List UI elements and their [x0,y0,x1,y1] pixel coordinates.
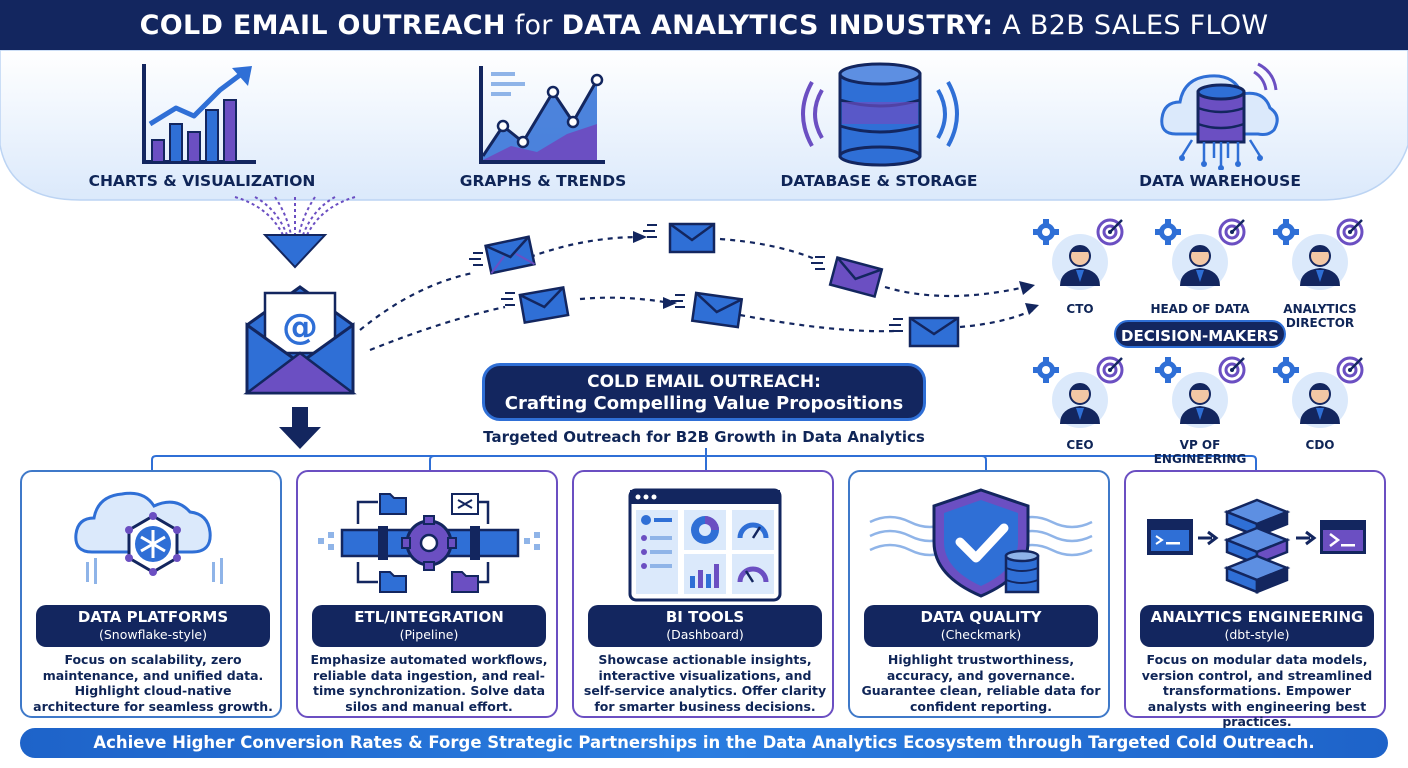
email-envelope-icon [908,316,960,348]
category-charts-visualization: CHARTS & VISUALIZATION [88,172,316,190]
area-chart-icon [479,66,605,164]
card-data-quality: DATA QUALITY (Checkmark) Highlight trust… [848,470,1110,718]
card-subtitle: (Checkmark) [940,627,1022,642]
email-envelope-icon [484,235,536,275]
terminal-blocks-icon [1147,498,1366,594]
card-subtitle: (dbt-style) [1224,627,1290,642]
title-part-4: A B2B SALES FLOW [1002,9,1269,41]
role-cto: CTO [1066,302,1094,316]
card-title-banner: DATA PLATFORMS (Snowflake-style) [36,605,270,647]
card-title: DATA QUALITY [920,608,1042,626]
top-band [0,50,1408,201]
role-cdo: CDO [1305,438,1335,452]
title-part-1: COLD EMAIL OUTREACH [139,9,506,41]
card-title: ETL/INTEGRATION [354,608,504,626]
card-subtitle: (Pipeline) [399,627,459,642]
card-description: Highlight trustworthiness, accuracy, and… [861,652,1101,714]
card-title-banner: BI TOOLS (Dashboard) [588,605,822,647]
role-head-of-data: HEAD OF DATA [1150,302,1250,316]
card-title: DATA PLATFORMS [77,608,229,626]
pipeline-gear-icon [318,493,540,593]
email-envelope-icon [668,222,716,254]
category-data-warehouse: DATA WAREHOUSE [1139,172,1301,190]
card-title-banner: DATA QUALITY (Checkmark) [864,605,1098,647]
outreach-tagline: Targeted Outreach for B2B Growth in Data… [483,428,925,446]
shield-check-icon [869,488,1093,598]
role-vp-of-engineering: VP OF ENGINEERING [1153,438,1247,466]
card-bi-tools: BI TOOLS (Dashboard) Showcase actionable… [572,470,834,718]
card-title: ANALYTICS ENGINEERING [1150,608,1364,626]
card-description: Showcase actionable insights, interactiv… [583,652,827,714]
card-title-banner: ANALYTICS ENGINEERING (dbt-style) [1140,605,1374,647]
card-title-banner: ETL/INTEGRATION (Pipeline) [312,605,546,647]
outreach-banner-subtitle: Crafting Compelling Value Propositions [504,393,904,414]
role-ceo: CEO [1066,438,1094,452]
card-description: Emphasize automated workflows, reliable … [310,652,548,714]
dashboard-icon [628,488,782,602]
card-subtitle: (Snowflake-style) [99,627,207,642]
footer-banner: Achieve Higher Conversion Rates & Forge … [20,728,1388,758]
card-description: Focus on modular data models, version co… [1141,652,1373,729]
outreach-banner: COLD EMAIL OUTREACH: Crafting Compelling… [482,363,926,421]
title-part-2: for [514,9,553,41]
card-description: Focus on scalability, zero maintenance, … [33,652,273,714]
page-title: COLD EMAIL OUTREACH for DATA ANALYTICS I… [0,0,1408,50]
card-subtitle: (Dashboard) [666,627,744,642]
outreach-banner-title: COLD EMAIL OUTREACH: [587,372,821,392]
svg-text:@: @ [282,307,318,348]
card-analytics-engineering: ANALYTICS ENGINEERING (dbt-style) Focus … [1124,470,1386,729]
email-envelope-icon [828,255,884,299]
email-flow-arrows [359,224,1039,352]
card-etl-integration: ETL/INTEGRATION (Pipeline) Emphasize aut… [296,470,558,718]
bar-chart-icon [142,64,256,164]
card-title: BI TOOLS [665,608,745,626]
category-graphs-trends: GRAPHS & TRENDS [459,172,627,190]
card-data-platforms: DATA PLATFORMS (Snowflake-style) Focus o… [20,470,282,718]
role-analytics-director: ANALYTICS DIRECTOR [1283,302,1357,330]
title-part-3: DATA ANALYTICS INDUSTRY: [561,9,994,41]
funnel-and-envelope: @ [234,196,357,449]
email-envelope-icon [690,291,744,329]
cloud-database-icon [1160,62,1279,170]
email-envelope-icon [518,285,570,325]
category-database-storage: DATABASE & STORAGE [780,172,978,190]
snowflake-cloud-icon [74,491,223,584]
card-connectors [151,448,1257,472]
decision-makers-badge: DECISION-MAKERS [1114,320,1286,348]
database-icon [801,62,959,167]
